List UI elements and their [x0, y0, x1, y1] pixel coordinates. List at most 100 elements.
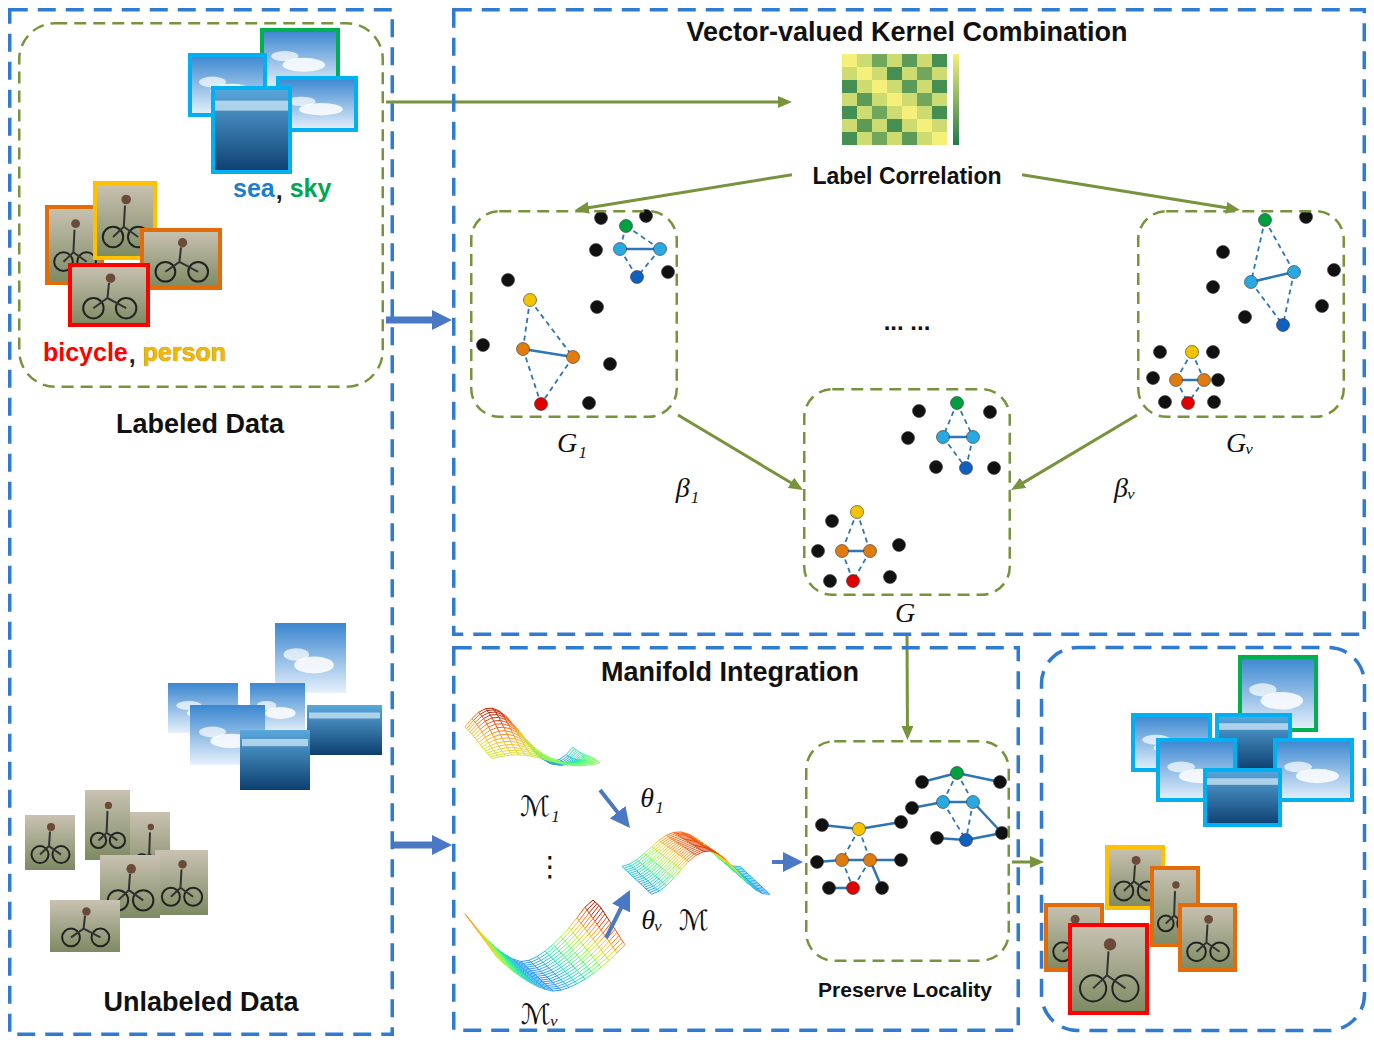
manifold-surface	[529, 960, 531, 962]
manifold-surface	[657, 844, 664, 851]
manifold-surface	[517, 963, 519, 965]
manifold-surface	[685, 853, 692, 859]
manifold-surface	[652, 840, 659, 846]
manifold-surface	[571, 940, 579, 948]
manifold-surface	[617, 945, 625, 953]
graph	[1217, 246, 1230, 259]
manifold-surface	[587, 764, 594, 765]
manifold-surface	[517, 729, 519, 731]
photo	[199, 77, 226, 88]
manifold-surface	[650, 864, 657, 871]
manifold-surface	[653, 881, 660, 887]
manifold-surface	[611, 936, 619, 945]
manifold-surface	[644, 860, 651, 866]
graph	[811, 856, 824, 869]
correlation-heatmap	[887, 54, 902, 67]
graph	[895, 816, 908, 829]
graph	[847, 882, 860, 895]
manifold-surface	[487, 709, 494, 711]
manifold-surface	[692, 839, 694, 840]
manifold-surface	[733, 865, 740, 867]
correlation-heatmap	[902, 67, 917, 80]
photo	[126, 864, 136, 874]
correlation-heatmap	[872, 80, 887, 93]
graph	[951, 767, 964, 780]
manifold-surface	[497, 754, 504, 755]
manifold-surface	[689, 837, 691, 838]
manifold-surface	[565, 950, 573, 957]
photo	[1219, 723, 1288, 730]
manifold-surface	[543, 981, 551, 982]
correlation-heatmap	[917, 80, 932, 93]
manifold-surface	[539, 977, 547, 978]
manifold-surface	[489, 740, 496, 743]
manifold-surface	[644, 853, 646, 855]
manifold-surface	[501, 960, 509, 967]
correlation-heatmap	[842, 132, 857, 145]
graph	[1154, 346, 1167, 359]
manifold-surface	[668, 837, 670, 838]
manifold-surface	[577, 907, 585, 918]
manifold-surface	[573, 923, 581, 932]
correlation-heatmap	[842, 54, 857, 67]
manifold-surface	[700, 841, 702, 842]
manifold-surface	[744, 876, 751, 878]
graph	[631, 271, 644, 284]
graph	[614, 243, 627, 256]
manifold-surface	[665, 839, 672, 844]
manifold-surface	[555, 947, 557, 949]
manifold-surface	[561, 928, 569, 937]
correlation-heatmap	[902, 119, 917, 132]
manifold-surface	[611, 944, 613, 947]
manifold-surface	[553, 762, 560, 764]
graph	[864, 854, 877, 867]
manifold-surface	[588, 761, 590, 763]
manifold-surface	[521, 748, 528, 750]
manifold-surface	[722, 860, 724, 861]
graph	[595, 212, 608, 225]
photo	[1172, 881, 1179, 888]
manifold-surface	[681, 862, 688, 870]
photo	[1249, 683, 1276, 696]
manifold-surface	[653, 842, 660, 848]
manifold-surface	[563, 939, 565, 941]
manifold-surface	[546, 760, 553, 762]
manifold-surface	[659, 885, 666, 891]
graph	[1182, 397, 1195, 410]
manifold-surface	[595, 902, 597, 904]
manifold-surface	[485, 733, 492, 737]
manifold-surface	[537, 957, 539, 959]
photo	[1204, 915, 1213, 924]
manifold-surface	[629, 871, 636, 874]
manifold-surface	[551, 957, 553, 959]
manifold-surface	[489, 712, 496, 714]
manifold-surface	[615, 929, 617, 932]
manifold-surface	[566, 764, 573, 766]
manifold-surface	[759, 884, 761, 886]
manifold-surface	[559, 951, 561, 953]
node-outline	[8, 8, 394, 1036]
correlation-heatmap	[932, 106, 947, 119]
manifold-surface	[746, 872, 748, 874]
manifold-surface	[516, 750, 523, 752]
graph	[477, 210, 675, 411]
photo	[93, 283, 126, 308]
kernel-graph: G₁	[470, 210, 678, 462]
manifold-surface	[568, 756, 570, 757]
manifold-surface	[650, 877, 657, 882]
manifold-surface	[548, 762, 550, 763]
graph	[816, 819, 829, 832]
photo	[25, 815, 75, 870]
graph	[812, 397, 1001, 588]
manifold-surface	[690, 835, 692, 836]
manifold-surface	[587, 931, 589, 934]
manifold-surface	[589, 924, 597, 934]
manifold-surface	[516, 739, 523, 742]
graph	[951, 397, 964, 410]
manifold-surface	[687, 840, 694, 841]
manifold-surface	[755, 886, 762, 888]
photo	[1070, 925, 1147, 1013]
manifold-surface	[575, 926, 583, 935]
manifold-surface	[748, 874, 750, 876]
manifold-surface	[511, 741, 518, 742]
